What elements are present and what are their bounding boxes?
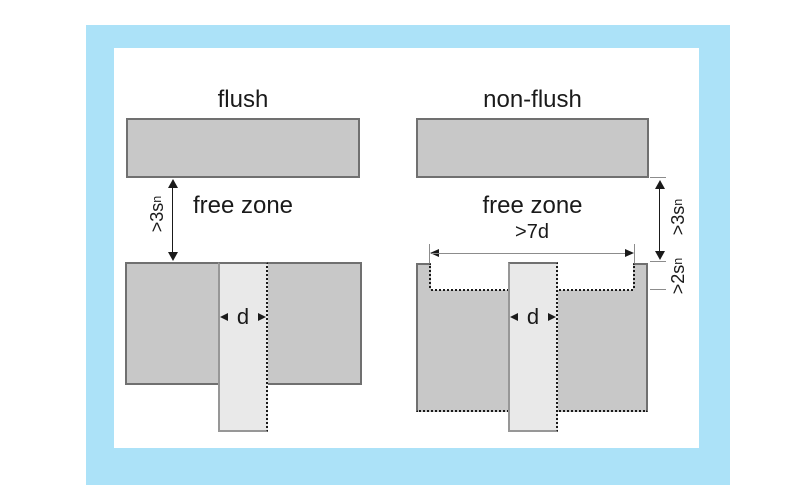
- free-zone-label: free zone: [482, 192, 583, 219]
- recess-depth-label-text: >2s: [667, 264, 688, 295]
- arrow-left-icon: [220, 313, 228, 321]
- clearance-label-text: >3s: [667, 205, 688, 236]
- target-plate: [126, 118, 360, 178]
- recess-rim-left: [416, 263, 431, 292]
- recess-width-label: >7d: [515, 221, 549, 243]
- diameter-label-text: d: [526, 304, 540, 329]
- clearance-arrow: [167, 179, 178, 261]
- clearance-label-subscript: n: [671, 198, 685, 206]
- recess-rim-right: [633, 263, 648, 292]
- arrow-right-icon: [548, 313, 556, 321]
- extension-line-right: [634, 244, 635, 263]
- recess-width-arrow: [430, 248, 634, 258]
- extension-line-recess-floor: [650, 289, 666, 290]
- diameter-label: d: [219, 304, 267, 329]
- diameter-label-text: d: [236, 304, 250, 329]
- free-zone-label: free zone: [192, 192, 294, 219]
- arrow-down-icon: [654, 251, 665, 260]
- arrow-right-icon: [625, 248, 634, 257]
- target-plate: [416, 118, 649, 178]
- sensor-body: [508, 262, 558, 432]
- extension-line-rim-top: [650, 261, 666, 262]
- arrow-left-icon: [510, 313, 518, 321]
- arrow-shaft: [658, 183, 661, 257]
- arrow-shaft: [432, 252, 632, 254]
- extension-line-plate-bottom: [650, 177, 666, 178]
- diameter-label: d: [509, 304, 557, 329]
- recess-depth-label-subscript: n: [671, 257, 685, 265]
- arrow-right-icon: [258, 313, 266, 321]
- flush-title: flush: [217, 86, 269, 113]
- sensor-body: [218, 262, 268, 432]
- arrow-down-icon: [167, 252, 178, 261]
- extension-line-left: [429, 244, 430, 263]
- arrow-shaft: [171, 182, 174, 258]
- clearance-arrow: [654, 180, 665, 260]
- non-flush-title: non-flush: [483, 86, 582, 113]
- light-blue-frame: [86, 25, 730, 485]
